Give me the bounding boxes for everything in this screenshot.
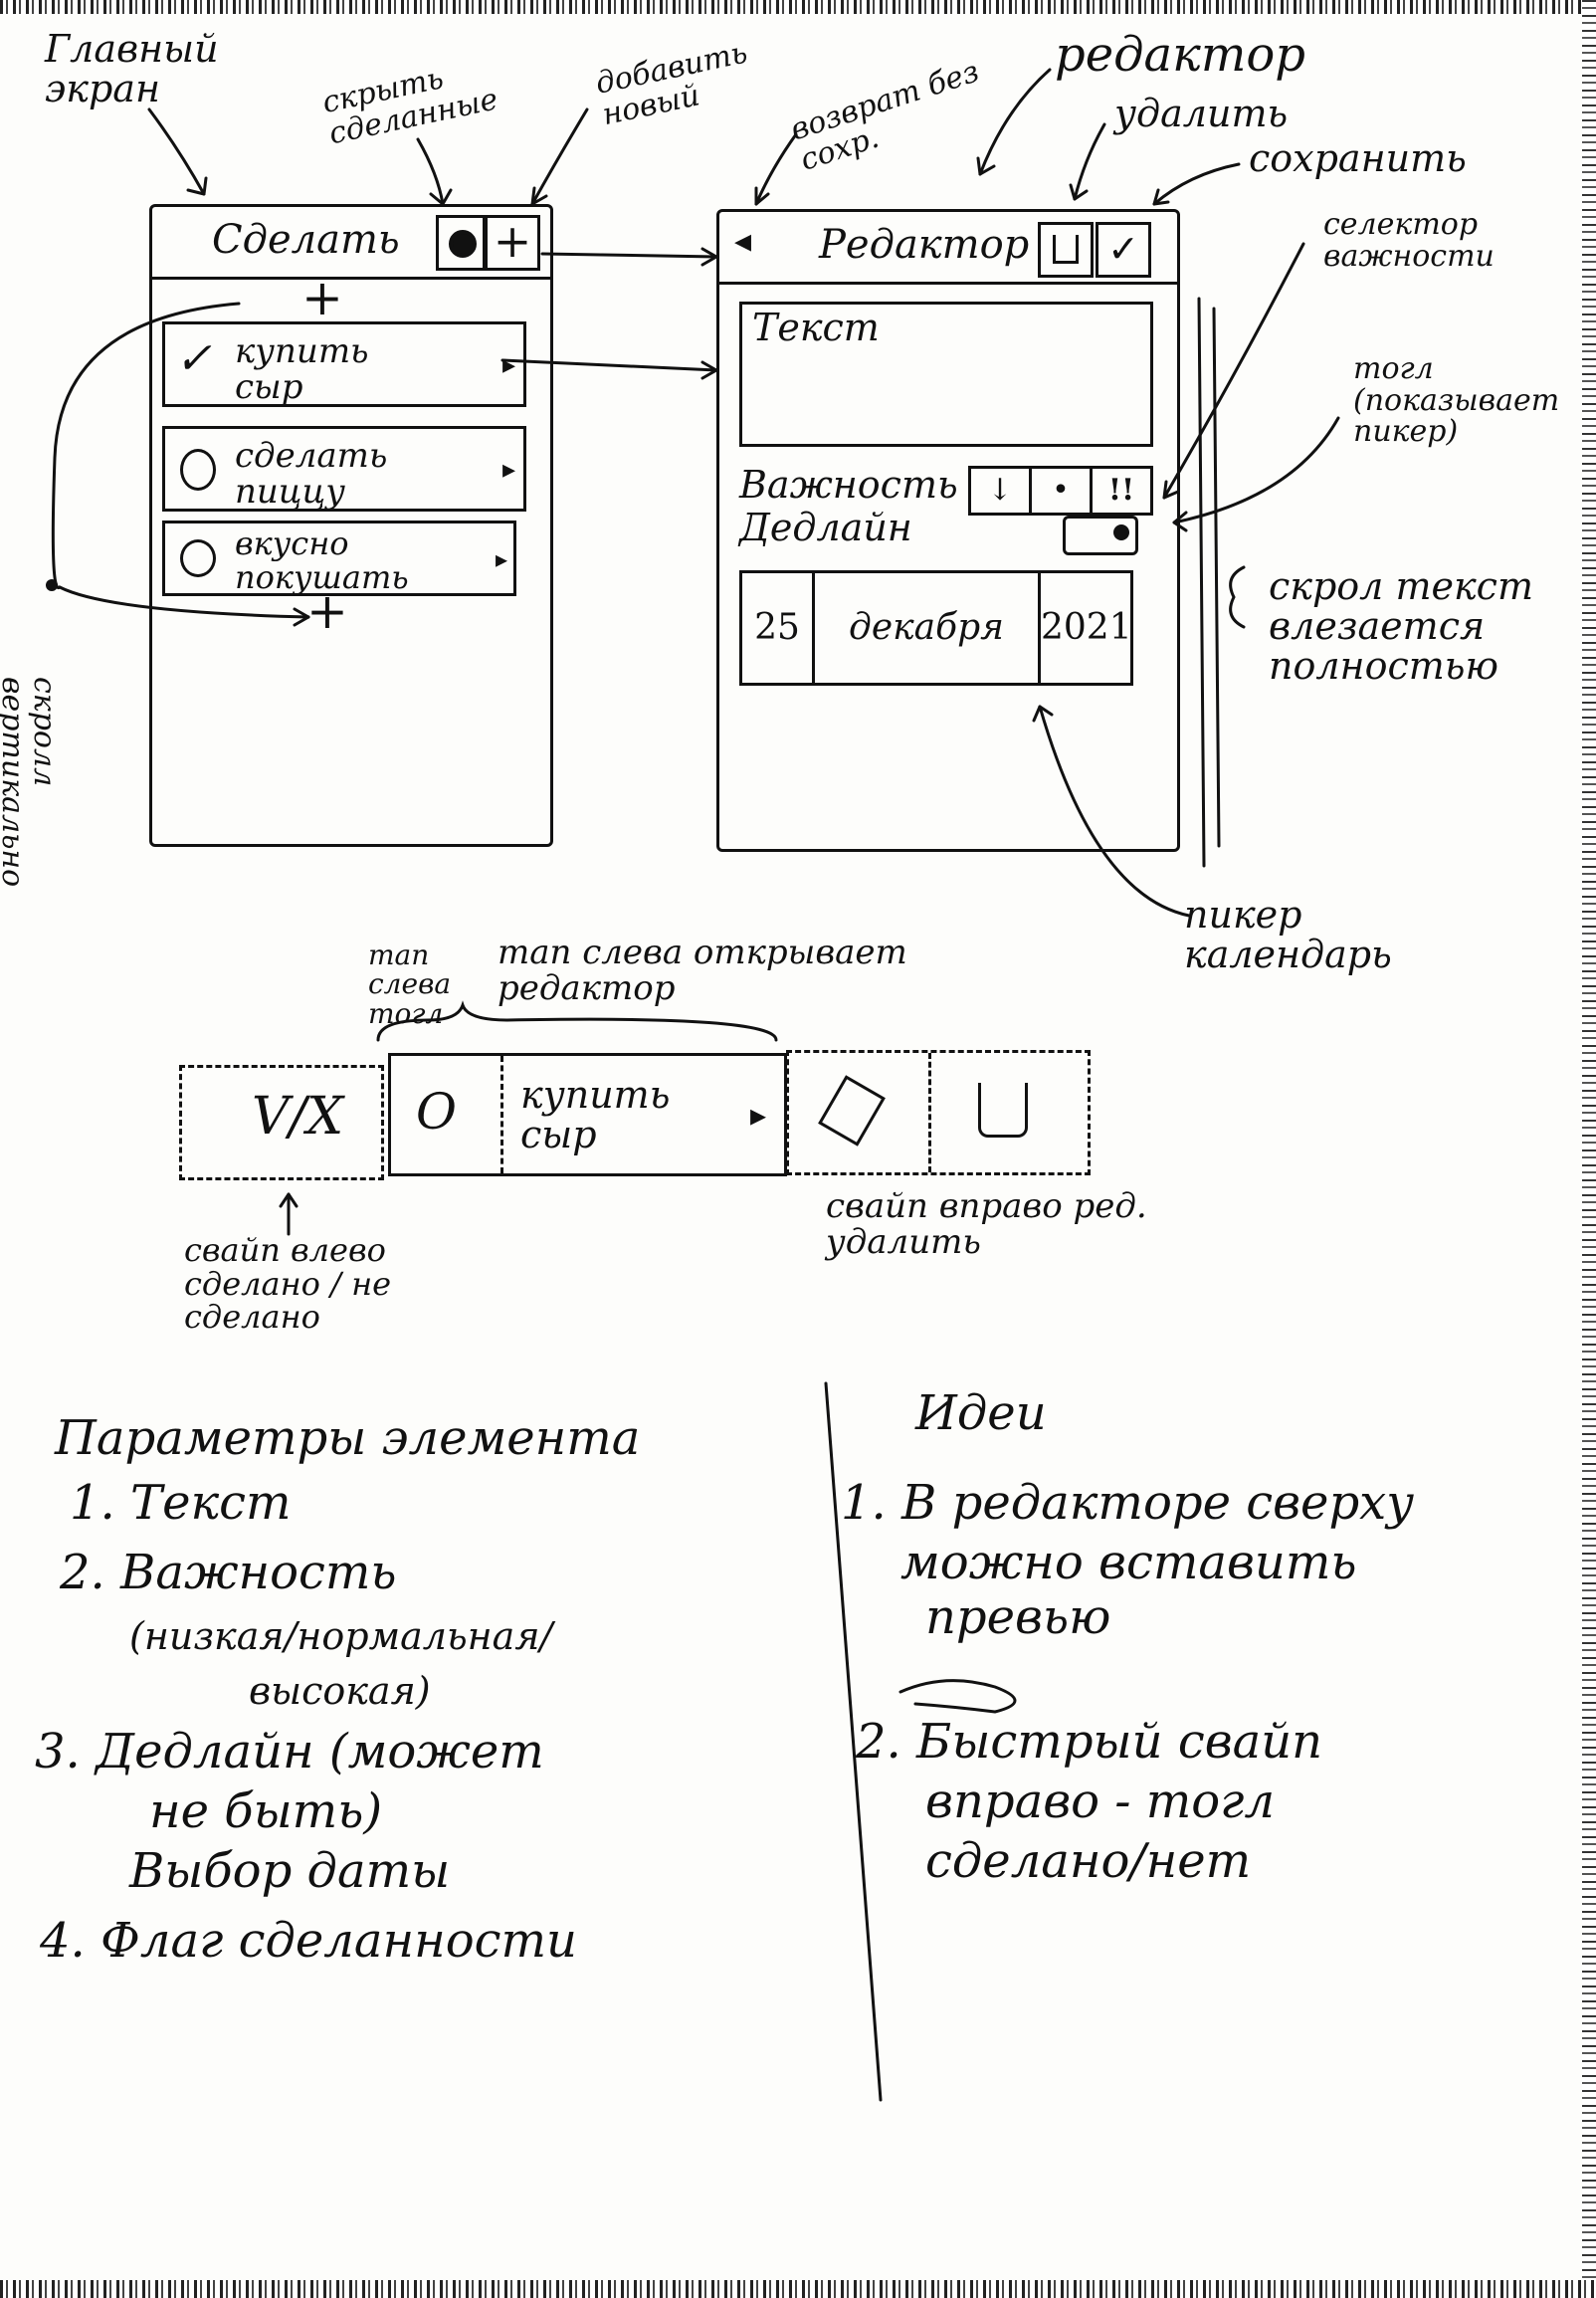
list-item[interactable]: сделать пиццу ▸ <box>162 426 526 512</box>
text-field[interactable]: Текст <box>739 302 1153 447</box>
eye-icon <box>449 230 477 258</box>
swipe-left-zone: V/X <box>179 1065 384 1180</box>
label-toggle-picker: тогл (показывает пикер) <box>1353 351 1560 449</box>
importance-high-option[interactable]: !! <box>1107 473 1135 508</box>
label-tap-opens-editor: тап слева открывает редактор <box>498 933 907 1008</box>
date-month[interactable]: декабря <box>815 573 1041 683</box>
deadline-label: Дедлайн <box>739 506 912 549</box>
trash-icon[interactable] <box>978 1083 1028 1138</box>
main-header: Сделать + <box>152 207 550 280</box>
row-circle[interactable]: O <box>416 1083 457 1141</box>
swipe-right-zone <box>786 1050 1091 1175</box>
label-tap-toggle: тап слева тогл <box>368 939 452 1030</box>
list-item[interactable]: ✓ купить сыр ▸ <box>162 321 526 407</box>
params-item: Выбор даты <box>129 1843 451 1899</box>
back-button[interactable]: ◂ <box>734 221 752 261</box>
ideas-item: сделано/нет <box>925 1833 1252 1889</box>
add-plus-bottom: + <box>306 582 348 640</box>
save-button[interactable]: ✓ <box>1096 222 1151 278</box>
importance-low-option[interactable]: ↓ <box>971 469 1032 513</box>
importance-selector[interactable]: ↓ • !! <box>968 466 1153 516</box>
params-item: не быть) <box>149 1783 383 1839</box>
params-item: 1. Текст <box>70 1475 292 1531</box>
scan-border-right <box>1582 0 1596 2298</box>
row-item[interactable]: O купить сыр ▸ <box>388 1053 787 1176</box>
calendar-picker[interactable]: 25 декабря 2021 <box>739 570 1133 686</box>
done-toggle-text: V/X <box>252 1087 344 1147</box>
params-item: (низкая/нормальная/ <box>129 1614 553 1658</box>
done-check-icon[interactable]: ✓ <box>175 333 212 384</box>
editor-title: Редактор <box>819 222 1030 268</box>
label-collapsed-text: скрол текст влезается полностью <box>1269 564 1533 688</box>
row-divider <box>500 1056 503 1173</box>
editor-mockup: ◂ Редактор ✓ Текст Важность ↓ • !! Дедла… <box>716 209 1180 852</box>
label-editor: редактор <box>1055 27 1305 83</box>
row-arrow: ▸ <box>749 1096 766 1134</box>
row-text: купить сыр <box>520 1073 671 1156</box>
main-title: Сделать <box>212 217 400 263</box>
label-delete: удалить <box>1114 92 1289 135</box>
checkbox-circle-icon[interactable] <box>180 449 216 491</box>
ideas-item: 1. В редакторе сверху <box>841 1475 1415 1531</box>
label-swipe-done: свайп влево сделано / не сделано <box>184 1231 392 1337</box>
params-item: высокая) <box>249 1669 431 1713</box>
date-year[interactable]: 2021 <box>1041 607 1132 648</box>
deadline-toggle[interactable] <box>1063 516 1138 555</box>
params-item: 3. Дедлайн (может <box>35 1724 544 1779</box>
add-button[interactable]: + <box>485 215 540 271</box>
trash-icon <box>1053 235 1079 264</box>
list-item-text: сделать пиццу <box>235 436 388 512</box>
list-item-text: вкусно покушать <box>235 524 409 596</box>
chevron-right-icon: ▸ <box>501 350 515 380</box>
params-title: Параметры элемента <box>55 1410 641 1466</box>
main-screen-mockup: Сделать + + ✓ купить сыр ▸ сделать пиццу… <box>149 204 553 847</box>
list-item[interactable]: вкусно покушать ▸ <box>162 521 516 596</box>
scan-border-bottom <box>0 2280 1596 2298</box>
list-item-text: купить сыр <box>235 331 369 407</box>
delete-button[interactable] <box>1038 222 1094 278</box>
importance-label: Важность <box>739 463 958 507</box>
ideas-item: превью <box>925 1589 1111 1645</box>
date-day[interactable]: 25 <box>742 573 815 683</box>
hide-done-button[interactable] <box>436 215 486 271</box>
ideas-title: Идеи <box>915 1385 1047 1441</box>
label-save: сохранить <box>1249 136 1467 180</box>
ideas-item: 2. Быстрый свайп <box>856 1714 1323 1770</box>
toggle-knob <box>1113 524 1129 540</box>
checkbox-circle-icon[interactable] <box>180 539 216 577</box>
label-importance-selector: селектор важности <box>1323 207 1495 274</box>
swipe-divider <box>928 1053 931 1172</box>
params-item: 4. Флаг сделанности <box>40 1913 577 1969</box>
ideas-item: вправо - тогл <box>925 1774 1275 1829</box>
chevron-right-icon: ▸ <box>495 545 507 573</box>
text-field-placeholder: Текст <box>752 306 880 349</box>
label-swipe-edit-delete: свайп вправо ред. удалить <box>826 1186 1147 1262</box>
label-main-screen: Главный экран <box>45 27 219 110</box>
scan-border-top <box>0 0 1596 14</box>
ideas-item: можно вставить <box>900 1535 1357 1590</box>
pencil-icon[interactable] <box>818 1075 886 1147</box>
importance-normal-option[interactable]: • <box>1032 469 1093 513</box>
add-plus-top: + <box>301 269 343 326</box>
params-item: 2. Важность <box>60 1545 397 1600</box>
label-scroll-vertical: скролл вертикально <box>0 677 62 888</box>
editor-header: ◂ Редактор ✓ <box>719 212 1177 285</box>
chevron-right-icon: ▸ <box>501 455 515 485</box>
label-calendar-picker: пикер календарь <box>1184 893 1392 976</box>
